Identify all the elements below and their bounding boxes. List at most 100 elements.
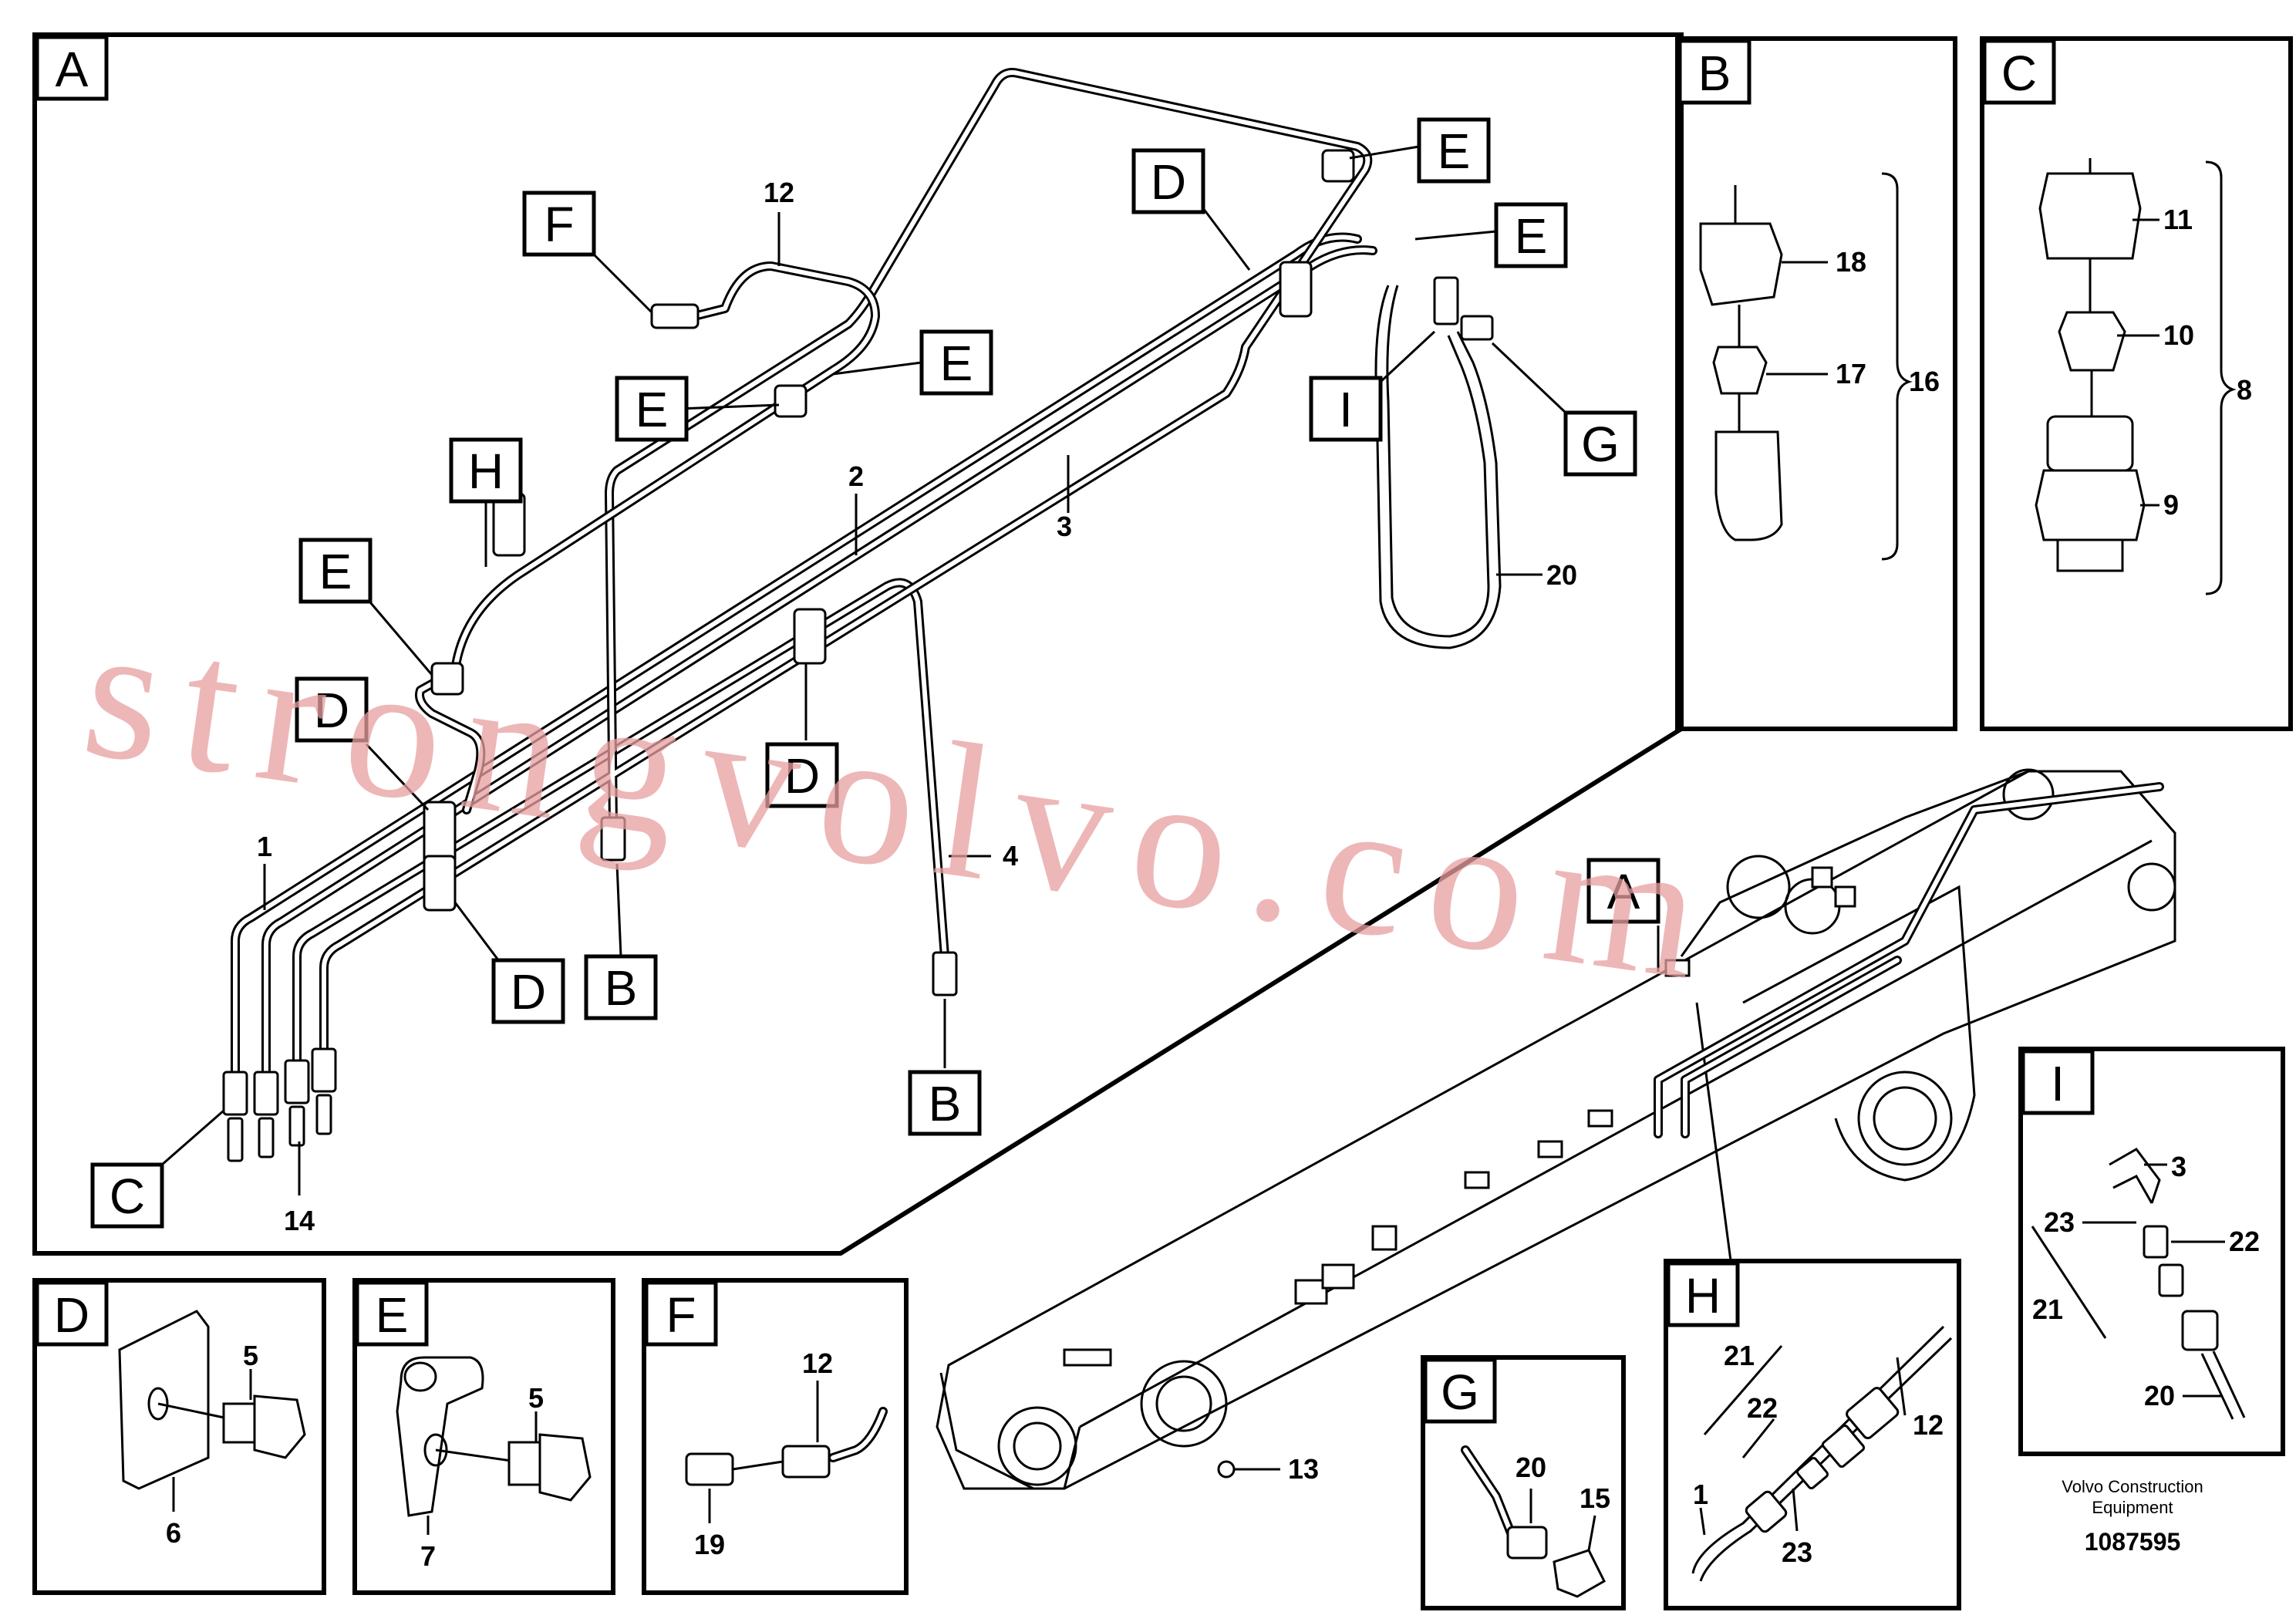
svg-text:23: 23 xyxy=(2044,1206,2075,1238)
svg-text:16: 16 xyxy=(1909,366,1940,397)
svg-text:B: B xyxy=(1698,46,1731,101)
svg-text:20: 20 xyxy=(2144,1380,2175,1411)
svg-text:7: 7 xyxy=(420,1540,436,1572)
svg-text:12: 12 xyxy=(802,1347,833,1379)
frame-b-parts: 18 17 16 xyxy=(1699,172,1940,561)
callout-i: I xyxy=(1309,330,1436,442)
svg-text:20: 20 xyxy=(1546,559,1577,591)
svg-text:9: 9 xyxy=(2163,489,2179,521)
part-13-callout: 13 xyxy=(1234,1453,1319,1485)
callout-e-lower: E xyxy=(298,538,433,676)
footer-credit: Volvo Construction Equipment 1087595 xyxy=(2062,1477,2203,1556)
drawing-number: 1087595 xyxy=(2085,1528,2181,1556)
svg-text:15: 15 xyxy=(1580,1482,1610,1514)
frame-f-border xyxy=(642,1278,909,1595)
svg-text:12: 12 xyxy=(764,177,794,208)
callout-b-left: B xyxy=(584,863,658,1020)
frame-g-tag: G xyxy=(1423,1357,1497,1424)
svg-text:22: 22 xyxy=(2229,1226,2260,1257)
frame-f-parts: 12 19 xyxy=(685,1347,888,1560)
pipe-assembly xyxy=(231,68,1502,1077)
company-line-1: Volvo Construction xyxy=(2062,1477,2203,1496)
frame-h-parts: 21 22 1 23 12 xyxy=(1691,1325,1953,1582)
frame-b-border xyxy=(1675,36,1957,731)
svg-text:8: 8 xyxy=(2237,374,2252,406)
svg-text:12: 12 xyxy=(1913,1409,1944,1441)
frame-a-border xyxy=(32,32,1684,1256)
callout-d-left-upper: D xyxy=(295,676,430,811)
svg-text:14: 14 xyxy=(284,1205,315,1236)
frame-i-parts: 3 23 22 21 20 xyxy=(2031,1148,2260,1420)
svg-text:11: 11 xyxy=(2163,204,2193,235)
frame-c-border xyxy=(1980,36,2293,731)
svg-text:21: 21 xyxy=(1724,1340,1755,1371)
svg-text:23: 23 xyxy=(1782,1536,1812,1568)
frame-d-border xyxy=(32,1278,326,1595)
svg-text:4: 4 xyxy=(1003,840,1018,872)
callout-a-overview: A xyxy=(1586,858,1660,972)
frame-e-parts: 5 7 xyxy=(396,1356,592,1572)
frame-a-label: A xyxy=(56,42,89,97)
callout-e-label: E xyxy=(940,336,973,391)
svg-text:1: 1 xyxy=(257,831,272,862)
fittings-group xyxy=(222,149,1494,1162)
callout-d-mid: D xyxy=(765,663,839,808)
svg-text:H: H xyxy=(1685,1268,1721,1324)
frame-e-border xyxy=(352,1278,615,1595)
svg-text:10: 10 xyxy=(2163,319,2194,351)
callout-e-label: E xyxy=(1438,123,1471,179)
callout-e-left: E xyxy=(615,376,780,442)
svg-text:3: 3 xyxy=(1057,511,1072,542)
callout-h: H xyxy=(449,437,523,567)
callout-c-label: C xyxy=(110,1168,145,1224)
frame-h-border xyxy=(1664,1259,1961,1610)
svg-text:2: 2 xyxy=(848,460,864,492)
svg-text:D: D xyxy=(54,1287,89,1343)
svg-text:1: 1 xyxy=(1693,1479,1708,1510)
svg-text:5: 5 xyxy=(528,1382,544,1414)
svg-text:E: E xyxy=(376,1287,409,1343)
callout-e-mid: E xyxy=(832,329,993,396)
company-line-2: Equipment xyxy=(2092,1498,2173,1517)
boom-overview xyxy=(936,768,2176,1490)
frame-g-parts: 20 15 xyxy=(1461,1445,1610,1598)
callout-d-label: D xyxy=(1151,154,1186,210)
callout-g: G xyxy=(1491,342,1637,477)
svg-text:C: C xyxy=(2001,46,2037,101)
callout-e-label: E xyxy=(319,544,352,599)
callout-e-label: E xyxy=(1515,208,1548,264)
callout-b-right: B xyxy=(908,999,982,1136)
svg-text:21: 21 xyxy=(2032,1293,2063,1325)
svg-text:22: 22 xyxy=(1747,1392,1778,1424)
callout-b-label: B xyxy=(605,960,638,1016)
callout-d-top: D xyxy=(1131,148,1251,271)
callout-f-label: F xyxy=(544,197,574,252)
frame-a-tag: A xyxy=(35,35,109,101)
callout-d-label: D xyxy=(511,964,546,1020)
frame-h-tag: H xyxy=(1666,1261,1740,1327)
frame-i-tag: I xyxy=(2021,1049,2095,1115)
svg-text:6: 6 xyxy=(166,1517,181,1549)
callout-b-label: B xyxy=(929,1076,962,1131)
svg-text:17: 17 xyxy=(1836,358,1866,389)
callout-d-label: D xyxy=(314,683,349,738)
frame-d-tag: D xyxy=(35,1280,109,1347)
callout-g-label: G xyxy=(1581,416,1620,472)
svg-text:5: 5 xyxy=(243,1340,258,1371)
part-numbers-frame-a: 12 2 3 4 20 1 14 xyxy=(257,177,1577,1236)
frame-c-tag: C xyxy=(1982,39,2056,105)
svg-text:I: I xyxy=(2051,1056,2065,1111)
frame-d-parts: 5 6 xyxy=(118,1310,306,1549)
svg-text:20: 20 xyxy=(1515,1452,1546,1483)
svg-text:3: 3 xyxy=(2171,1151,2186,1182)
callout-e-label: E xyxy=(636,382,669,437)
frame-c-parts: 11 10 9 8 xyxy=(2035,158,2252,595)
svg-text:18: 18 xyxy=(1836,246,1866,278)
callout-f: F xyxy=(522,191,653,314)
frame-f-tag: F xyxy=(644,1280,718,1347)
frame-e-tag: E xyxy=(355,1280,429,1347)
callout-i-label: I xyxy=(1339,382,1353,437)
callout-e-top: E xyxy=(1349,117,1491,184)
callout-d-left-lower: D xyxy=(453,902,565,1024)
